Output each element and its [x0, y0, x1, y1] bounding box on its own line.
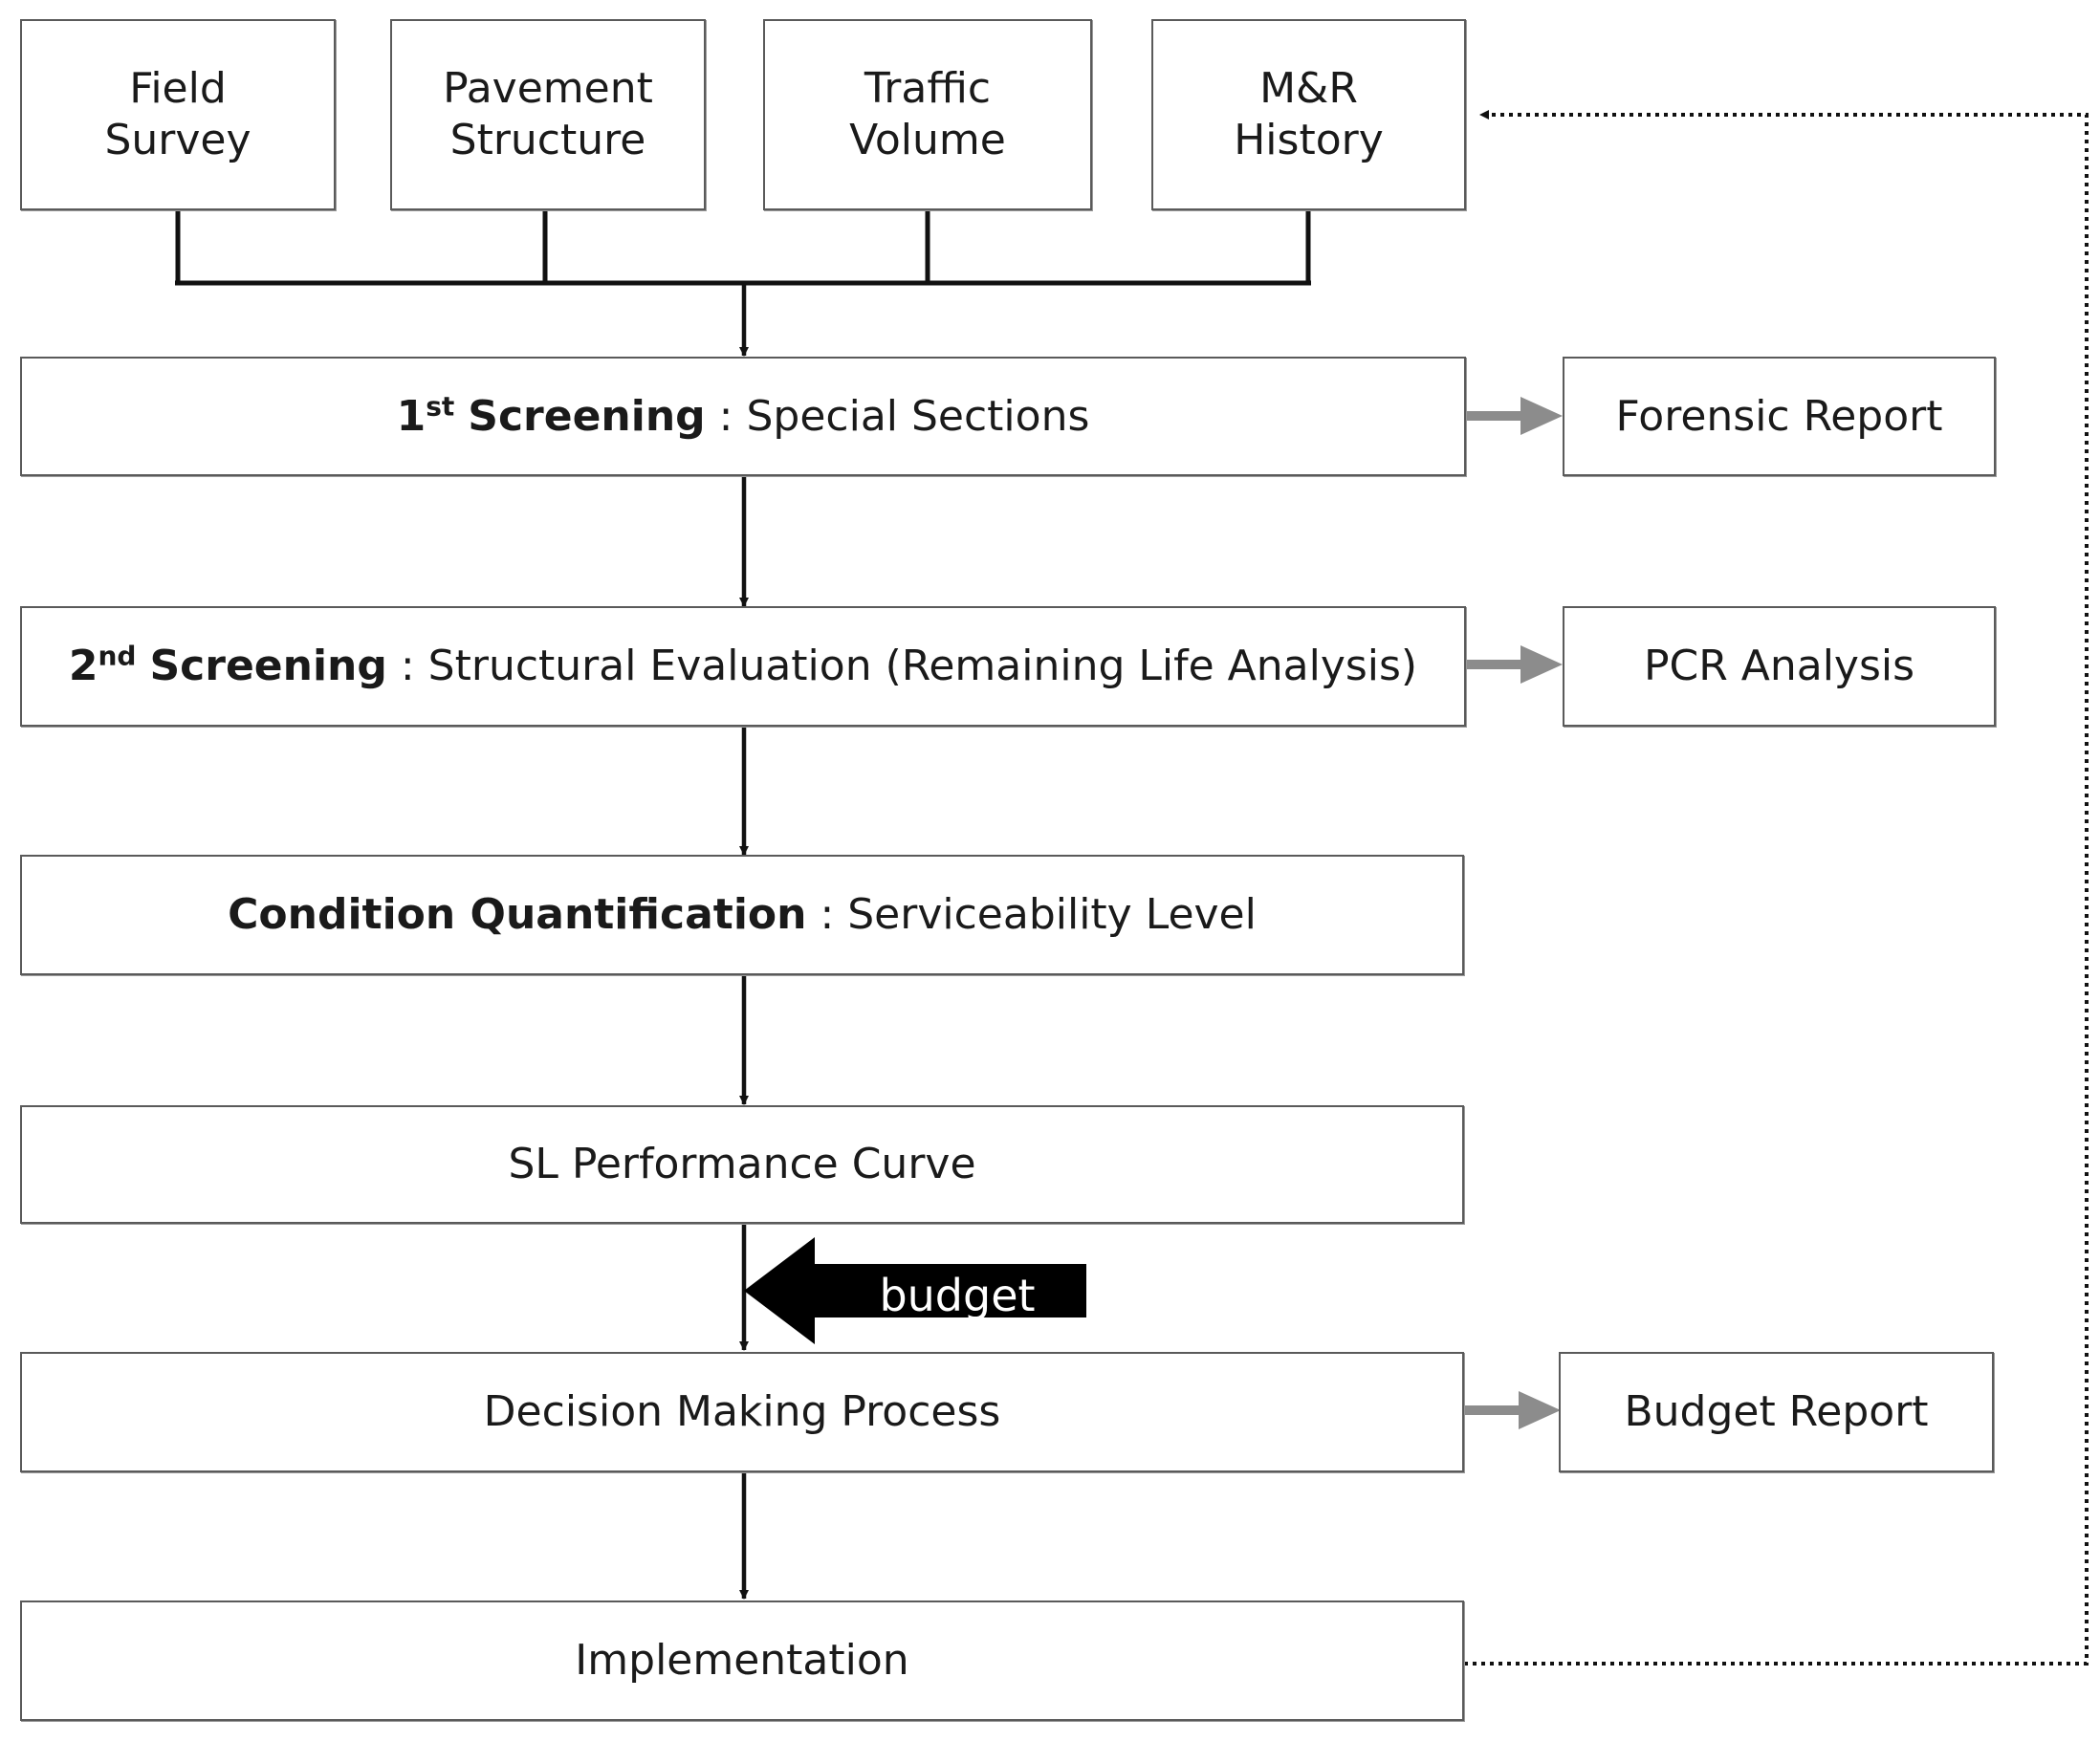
condition-box: Condition Quantification : Serviceabilit… [20, 855, 1464, 975]
screening2-label: 2nd Screening : Structural Evaluation (R… [68, 640, 1418, 690]
decision-label: Decision Making Process [483, 1387, 1001, 1436]
feedback-loop-dotted [1464, 110, 2089, 1666]
budget-report-label: Budget Report [1624, 1387, 1929, 1436]
forensic-report-box: Forensic Report [1563, 357, 1996, 476]
pcr-analysis-label: PCR Analysis [1643, 642, 1915, 690]
screening2-box: 2nd Screening : Structural Evaluation (R… [20, 606, 1466, 727]
sl-curve-box: SL Performance Curve [20, 1105, 1464, 1224]
arrow-to-forensic-report [1465, 397, 1563, 435]
arrow-to-pcr-analysis [1465, 645, 1563, 684]
arrow-to-budget-report [1463, 1391, 1561, 1429]
side-output-arrows [1463, 397, 1563, 1429]
condition-label: Condition Quantification : Serviceabilit… [228, 890, 1257, 939]
forensic-report-label: Forensic Report [1615, 391, 1943, 441]
pcr-analysis-box: PCR Analysis [1563, 606, 1996, 727]
screening1-box: 1st Screening : Special Sections [20, 357, 1466, 476]
budget-arrow-shape [744, 1237, 1086, 1344]
implementation-box: Implementation [20, 1600, 1464, 1721]
sl-curve-label: SL Performance Curve [508, 1140, 976, 1188]
screening1-label: 1st Screening : Special Sections [396, 389, 1090, 441]
implementation-label: Implementation [575, 1636, 909, 1685]
budget-report-box: Budget Report [1559, 1352, 1994, 1472]
budget-arrow-label: budget [879, 1270, 1036, 1321]
input-merge-bracket [175, 210, 1311, 286]
decision-box: Decision Making Process [20, 1352, 1464, 1472]
